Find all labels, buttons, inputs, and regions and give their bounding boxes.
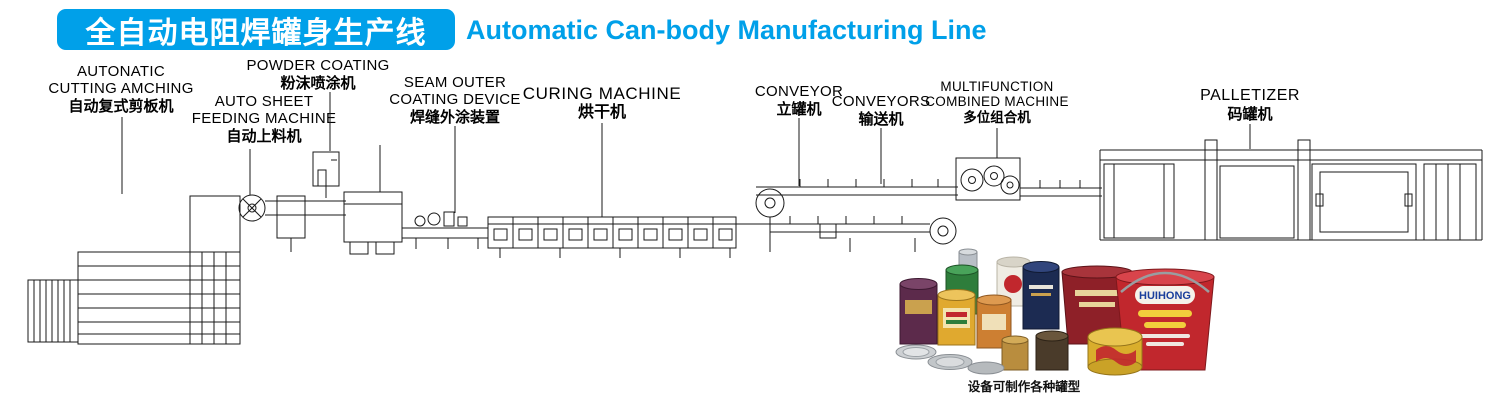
curing-machine-drawing xyxy=(487,216,737,258)
label-conveyors: CONVEYORS 输送机 xyxy=(832,93,931,129)
pail-handle xyxy=(1120,271,1210,293)
title-english: Automatic Can-body Manufacturing Line xyxy=(466,15,987,45)
cans-caption: 设备可制作各种罐型 xyxy=(967,380,1081,394)
label-sheet-feeding-en1: AUTO SHEET xyxy=(214,93,314,110)
yellow-round-tin xyxy=(1087,327,1143,376)
leader-lines xyxy=(121,92,1251,217)
pail-brand-text: HUIHONG xyxy=(1139,290,1191,302)
label-multifunction-machine-en1: MULTIFUNCTION xyxy=(940,79,1054,94)
label-seam-outer-coating-en1: SEAM OUTER xyxy=(403,74,507,91)
label-curing-machine-cn: 烘干机 xyxy=(577,104,627,121)
label-seam-outer-coating-cn: 焊缝外涂装置 xyxy=(409,109,500,126)
label-curing-machine: CURING MACHINE 烘干机 xyxy=(523,84,682,123)
title-chinese: 全自动电阻焊罐身生产线 xyxy=(85,16,427,50)
sheet-feeding-drawing xyxy=(238,194,346,252)
cutting-machine-drawing xyxy=(27,195,241,345)
metal-lids xyxy=(895,344,1005,375)
yellow-label-can xyxy=(937,289,976,346)
label-sheet-feeding: AUTO SHEET FEEDING MACHINE 自动上料机 xyxy=(192,93,337,146)
label-multifunction-machine-en2: COMBINED MACHINE xyxy=(925,94,1069,109)
label-sheet-feeding-cn: 自动上料机 xyxy=(226,128,302,145)
maroon-pail xyxy=(1061,265,1133,345)
label-conveyors-cn: 输送机 xyxy=(858,111,904,128)
multifunction-machine-drawing xyxy=(955,157,1102,201)
label-conveyor-cn: 立罐机 xyxy=(776,101,822,118)
label-seam-outer-coating: SEAM OUTER COATING DEVICE 焊缝外涂装置 xyxy=(389,74,520,127)
label-cutting-machine-en2: CUTTING AMCHING xyxy=(48,80,194,97)
label-sheet-feeding-en2: FEEDING MACHINE xyxy=(191,110,337,127)
label-palletizer: PALLETIZER 码罐机 xyxy=(1200,87,1300,124)
label-conveyor-en1: CONVEYOR xyxy=(754,83,844,100)
palletizer-drawing xyxy=(1099,139,1483,241)
purple-can xyxy=(899,278,938,345)
label-cutting-machine-en1: AUTONATIC xyxy=(77,63,165,80)
gold-small-can xyxy=(1001,335,1029,371)
conveyor-drawing xyxy=(736,179,958,252)
dark-squat-can xyxy=(1035,330,1069,371)
label-conveyor: CONVEYOR 立罐机 xyxy=(755,83,843,119)
label-powder-coating-en1: POWDER COATING xyxy=(246,57,390,74)
label-palletizer-cn: 码罐机 xyxy=(1227,106,1273,123)
label-palletizer-en1: PALLETIZER xyxy=(1200,87,1300,104)
label-curing-machine-en1: CURING MACHINE xyxy=(522,84,682,103)
label-powder-coating: POWDER COATING 粉沫喷涂机 xyxy=(246,57,389,93)
cans-photo: HUIHONG xyxy=(895,248,1215,376)
label-multifunction-machine: MULTIFUNCTION COMBINED MACHINE 多位组合机 xyxy=(925,79,1069,126)
label-conveyors-en1: CONVEYORS xyxy=(831,93,931,110)
label-cutting-machine: AUTONATIC CUTTING AMCHING 自动复式剪板机 xyxy=(48,63,193,116)
label-multifunction-machine-cn: 多位组合机 xyxy=(963,110,1031,125)
label-cutting-machine-cn: 自动复式剪板机 xyxy=(68,98,174,115)
title-chinese-banner: 全自动电阻焊罐身生产线 xyxy=(57,9,455,50)
navy-can xyxy=(1022,261,1060,330)
label-seam-outer-coating-en2: COATING DEVICE xyxy=(389,91,521,108)
label-powder-coating-cn: 粉沫喷涂机 xyxy=(280,75,356,92)
powder-coating-drawing xyxy=(312,151,340,198)
seam-coating-drawing xyxy=(414,211,479,249)
